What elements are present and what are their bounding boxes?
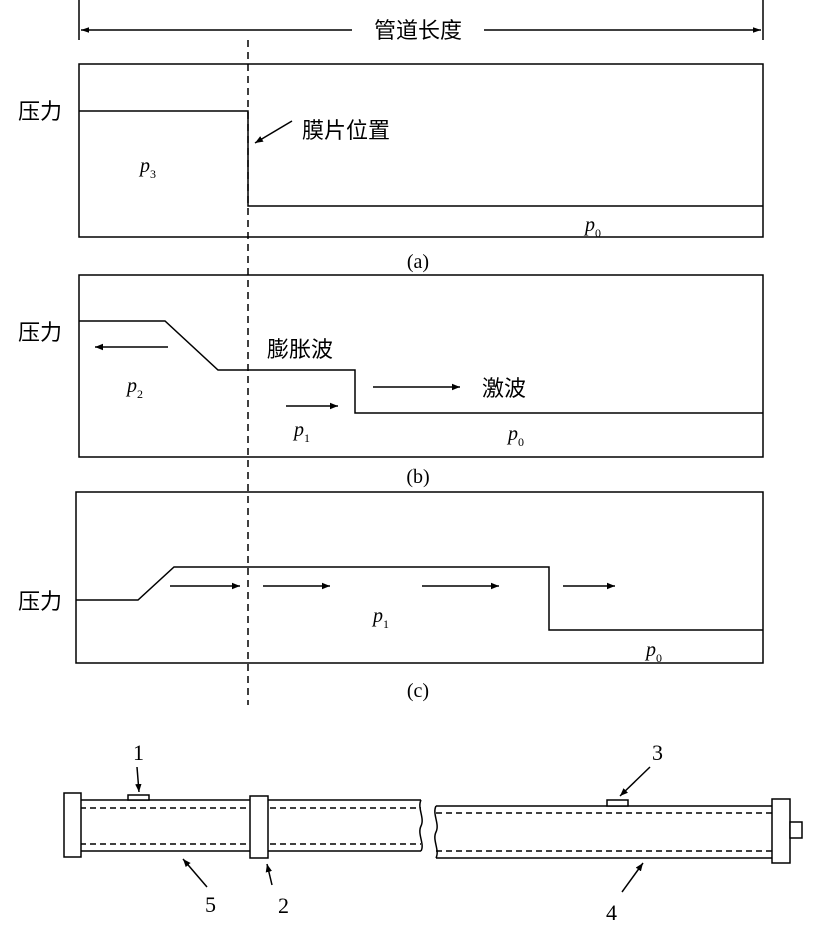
leader-1	[135, 766, 142, 793]
tube-break-mark-left	[419, 799, 423, 852]
tube-break-mark-right	[434, 805, 438, 859]
right-end-plug	[789, 821, 803, 839]
panel-a-caption: (a)	[407, 251, 429, 273]
panel-b: 压力 膨胀波 激波 p2 p1 p0 (b)	[18, 274, 764, 488]
sensor-1	[127, 794, 150, 801]
length-dimension	[78, 0, 764, 40]
leader-4	[621, 862, 644, 893]
panel-b-frame	[78, 274, 764, 458]
apparatus-leaders	[135, 766, 651, 893]
expansion-wave-label: 膨胀波	[267, 338, 333, 363]
label-4: 4	[606, 900, 617, 925]
leader-5	[182, 858, 208, 888]
shock-tube-apparatus	[63, 792, 803, 864]
panel-b-pressure-profile	[79, 320, 763, 414]
panel-c-pressure-label: 压力	[18, 590, 62, 615]
shock-wave-label: 激波	[482, 377, 526, 402]
panel-a: 压力 膜片位置 p3 p0 (a)	[18, 63, 764, 273]
right-end-flange	[771, 798, 791, 864]
length-label: 管道长度	[374, 19, 462, 44]
panel-c-p0: p0	[644, 639, 662, 665]
panel-c: 压力 p1 p0 (c)	[18, 491, 764, 702]
panel-c-p1: p1	[371, 605, 389, 631]
panel-c-frame	[75, 491, 764, 664]
panel-a-p0: p0	[583, 214, 601, 240]
panel-b-pressure-label: 压力	[18, 321, 62, 346]
label-1: 1	[133, 740, 144, 765]
panel-b-p1: p1	[292, 419, 310, 445]
left-end-flange	[63, 792, 82, 858]
panel-b-p0: p0	[506, 423, 524, 449]
diaphragm-label: 膜片位置	[302, 119, 390, 144]
panel-c-caption: (c)	[407, 680, 429, 702]
leader-2	[265, 863, 273, 886]
panel-a-pressure-label: 压力	[18, 100, 62, 125]
sensor-3	[606, 799, 629, 807]
panel-c-pressure-profile	[76, 566, 763, 631]
panel-b-caption: (b)	[406, 466, 429, 488]
label-5: 5	[205, 892, 216, 917]
label-2: 2	[278, 893, 289, 918]
panel-a-p3: p3	[138, 155, 156, 181]
panel-a-pressure-profile	[79, 110, 763, 207]
label-3: 3	[652, 740, 663, 765]
panel-a-frame	[78, 63, 764, 238]
diaphragm-pointer-arrow	[254, 120, 293, 144]
leader-3	[619, 766, 651, 797]
diaphragm-flange	[249, 795, 269, 859]
panel-b-p2: p2	[125, 375, 143, 401]
